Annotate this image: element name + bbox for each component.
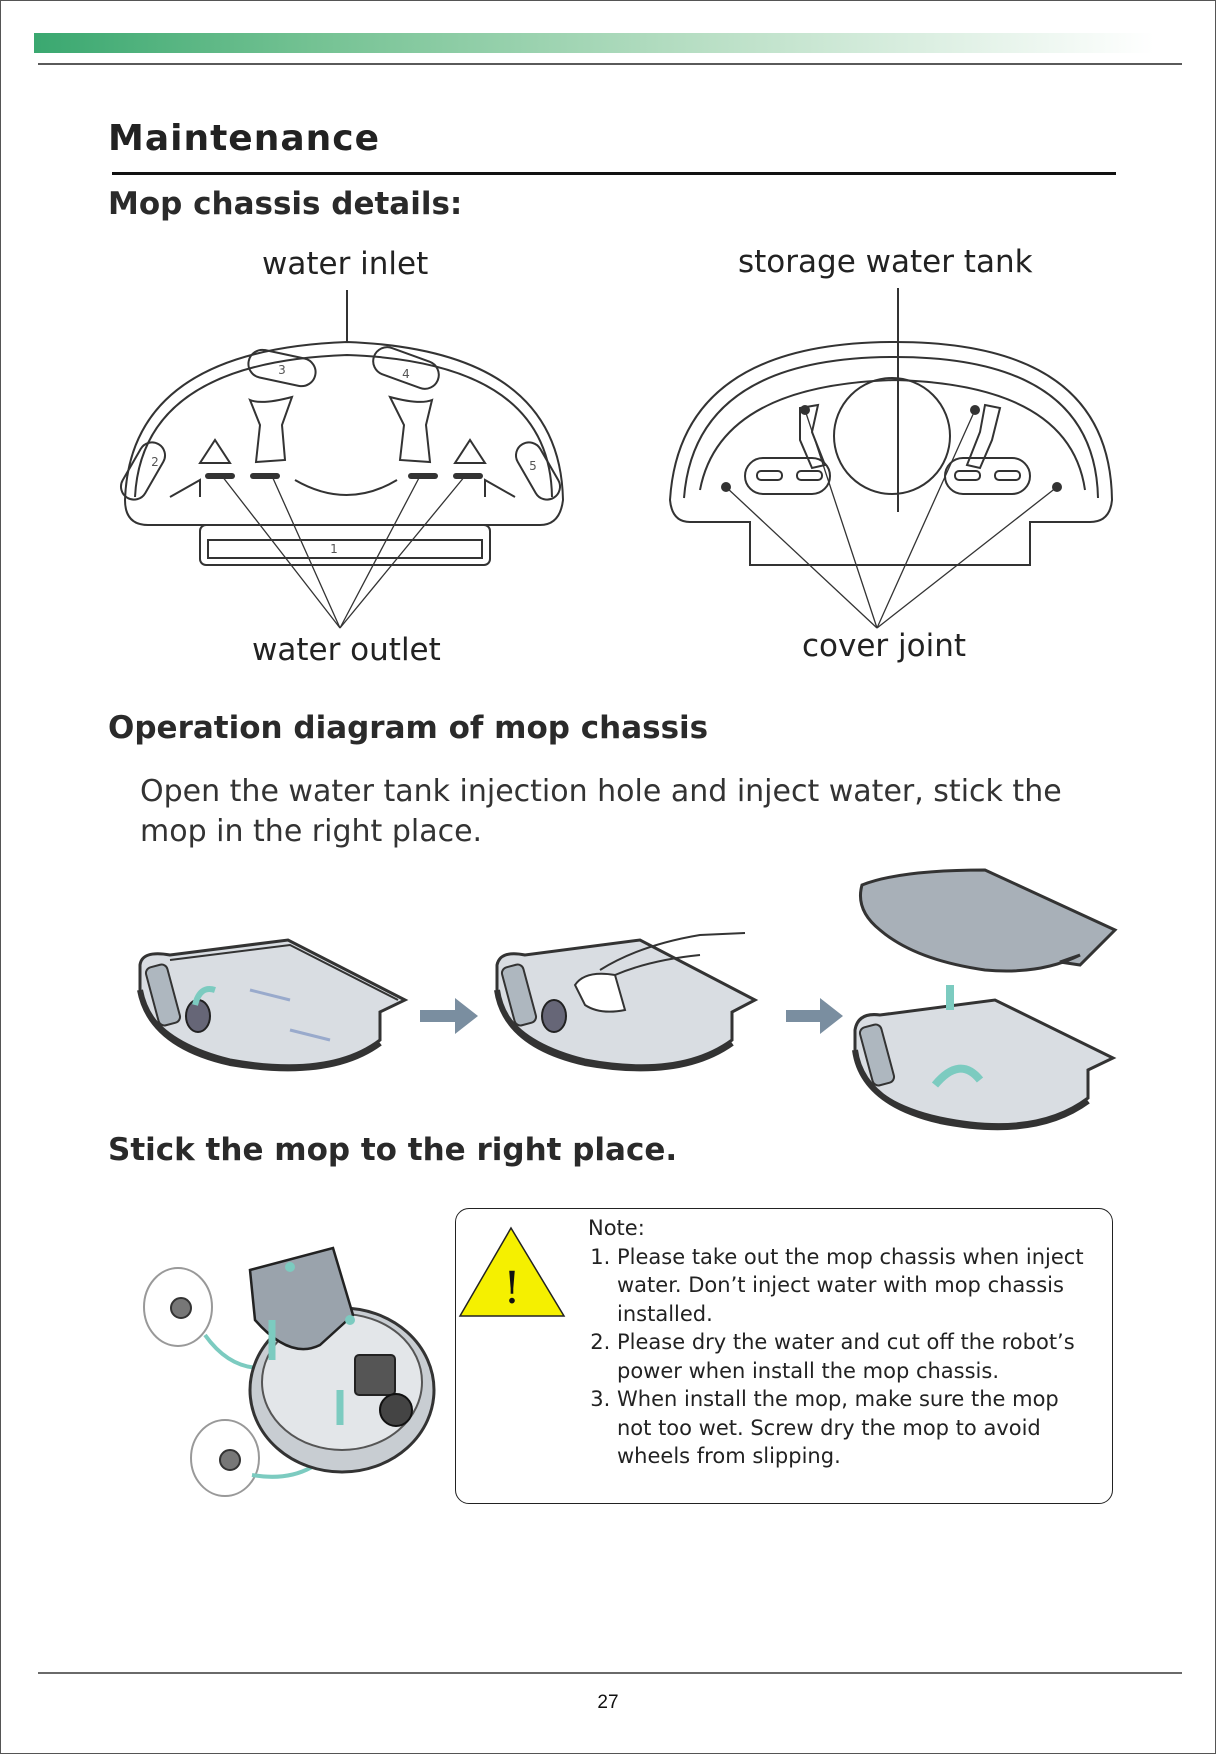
warning-exclamation: !: [503, 1263, 521, 1314]
label-storage-water-tank: storage water tank: [738, 244, 1033, 280]
note-item: When install the mop, make sure the mop …: [617, 1385, 1088, 1471]
operation-instructions: Open the water tank injection hole and i…: [140, 774, 1062, 849]
label-water-inlet: water inlet: [262, 246, 429, 282]
note-list: Please take out the mop chassis when inj…: [588, 1243, 1088, 1471]
footer-rule: [38, 1672, 1182, 1674]
note-item: Please dry the water and cut off the rob…: [617, 1328, 1088, 1385]
section-heading-details: Mop chassis details:: [108, 186, 463, 222]
title-underline: [112, 172, 1116, 175]
warning-triangle-icon: !: [458, 1226, 566, 1317]
label-water-outlet: water outlet: [252, 632, 441, 668]
page-title: Maintenance: [108, 118, 381, 159]
note-box: [455, 1208, 1113, 1504]
header-rule: [38, 63, 1182, 65]
note-title: Note:: [588, 1216, 645, 1240]
note-content: Note: Please take out the mop chassis wh…: [588, 1214, 1088, 1471]
label-cover-joint: cover joint: [802, 628, 967, 664]
section-heading-operation: Operation diagram of mop chassis: [108, 710, 709, 746]
page-number: 27: [597, 1692, 619, 1713]
header-gradient-bar: [34, 33, 1154, 53]
section-heading-stick: Stick the mop to the right place.: [108, 1132, 678, 1168]
note-item: Please take out the mop chassis when inj…: [617, 1243, 1088, 1329]
